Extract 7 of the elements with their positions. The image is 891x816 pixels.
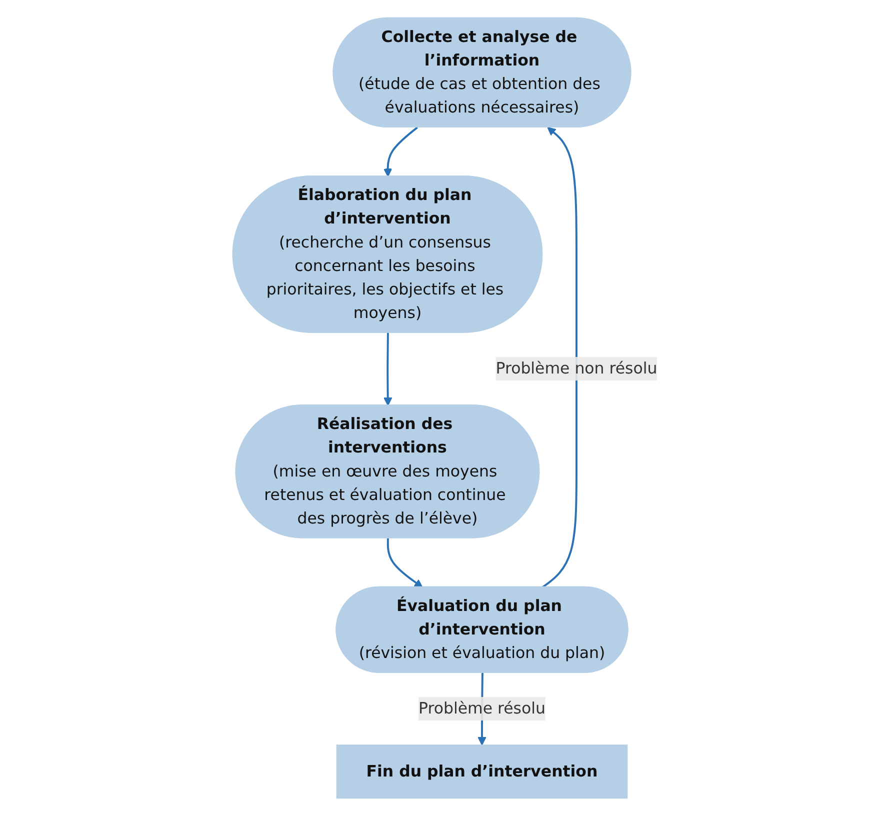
arrow [384, 126, 418, 177]
node-box: Fin du plan d’intervention [336, 744, 628, 799]
arrow [542, 127, 578, 588]
arrow [384, 332, 393, 406]
edge-label: Problème non résolu [496, 358, 658, 378]
arrow [387, 538, 424, 588]
edge-label: Problème résolu [419, 698, 546, 718]
